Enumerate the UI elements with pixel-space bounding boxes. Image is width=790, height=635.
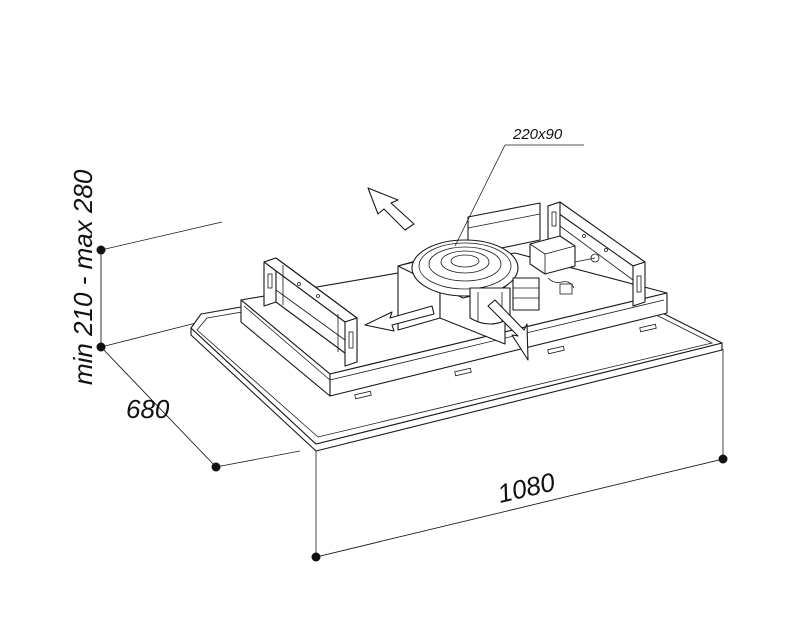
bracket-slot bbox=[636, 275, 642, 293]
duct-size-label: 220x90 bbox=[512, 126, 563, 143]
depth-label: 680 bbox=[126, 394, 170, 424]
bracket-slot bbox=[551, 211, 557, 227]
duct-callout: 220x90 bbox=[454, 126, 584, 247]
airflow-arrows bbox=[364, 187, 529, 361]
bracket-slot bbox=[267, 273, 273, 289]
slot-mark bbox=[454, 367, 472, 377]
slot-mark bbox=[639, 323, 657, 333]
dimension-point bbox=[718, 454, 728, 464]
bracket-slot bbox=[348, 331, 354, 349]
airflow-left-arrow bbox=[364, 305, 435, 332]
airflow-down-arrow bbox=[487, 299, 529, 361]
slot-mark bbox=[354, 390, 372, 400]
width-label: 1080 bbox=[495, 466, 559, 508]
height-label: min 210 - max 280 bbox=[68, 169, 98, 385]
depth-dimension: 680 bbox=[100, 346, 301, 472]
slot-mark bbox=[547, 345, 565, 355]
dimension-point bbox=[96, 245, 106, 255]
dimension-point bbox=[211, 462, 221, 472]
height-dimension: min 210 - max 280 bbox=[68, 169, 223, 385]
dimension-point bbox=[311, 552, 321, 562]
motor-unit bbox=[397, 235, 600, 345]
airflow-up-arrow bbox=[367, 187, 415, 231]
left-bracket bbox=[263, 257, 358, 367]
